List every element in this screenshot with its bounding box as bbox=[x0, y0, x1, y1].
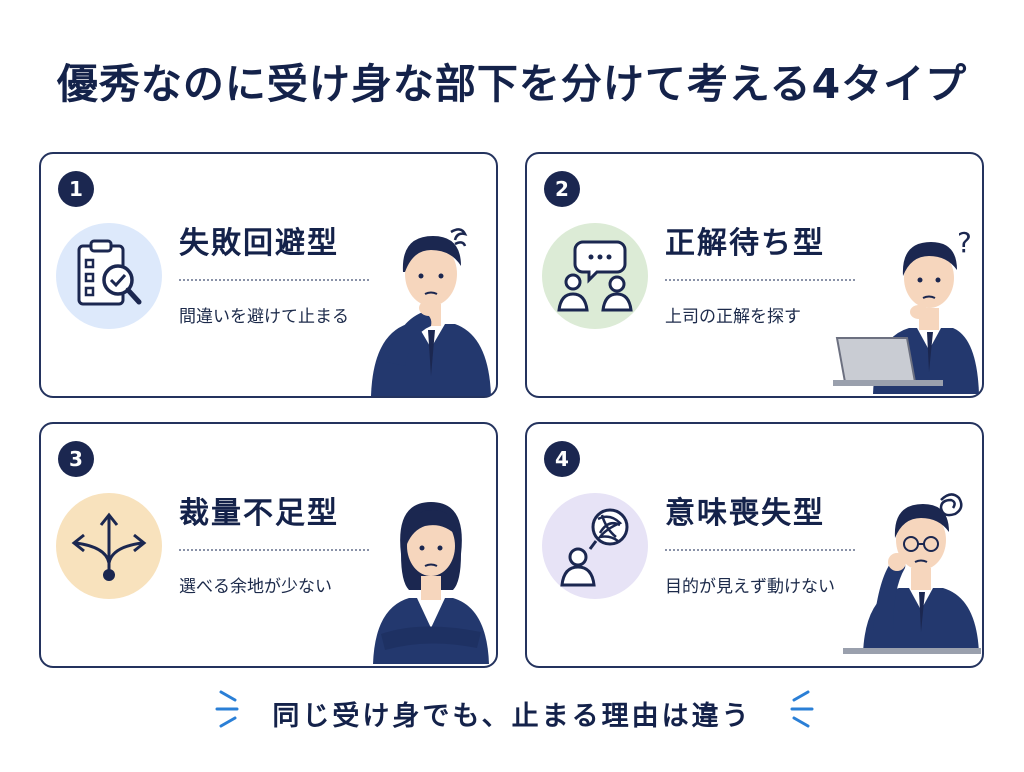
type-title: 意味喪失型 bbox=[665, 496, 825, 531]
thinking-man-illustration bbox=[371, 228, 491, 396]
clipboard-magnifier-icon bbox=[56, 223, 162, 329]
type-card-1: 1 失敗回避型 間違いを避けて止まる bbox=[39, 152, 498, 398]
type-title: 正解待ち型 bbox=[665, 226, 825, 261]
type-description: 選べる余地が少ない bbox=[179, 577, 332, 597]
type-card-3: 3 裁量不足型 選べる余地が少ない bbox=[39, 422, 498, 668]
branching-arrows-icon bbox=[56, 493, 162, 599]
dotted-divider bbox=[179, 279, 369, 281]
svg-text:?: ? bbox=[957, 226, 972, 259]
footer-caption-row: 同じ受け身でも、止まる理由は違う bbox=[0, 694, 1024, 733]
number-badge: 2 bbox=[544, 171, 580, 207]
number-badge: 4 bbox=[544, 441, 580, 477]
footer-caption: 同じ受け身でも、止まる理由は違う bbox=[272, 701, 752, 732]
type-description: 上司の正解を探す bbox=[665, 307, 801, 327]
man-with-laptop-illustration: ? bbox=[833, 226, 979, 394]
type-card-2: 2 正解待ち型 上司の正解を探す ? bbox=[525, 152, 984, 398]
type-title: 失敗回避型 bbox=[179, 226, 339, 261]
right-spark-icon bbox=[790, 690, 814, 728]
type-card-4: 4 意味喪失型 目的が見えず動けない bbox=[525, 422, 984, 668]
type-title: 裁量不足型 bbox=[179, 496, 339, 531]
troubled-man-with-glasses-illustration bbox=[843, 493, 981, 654]
number-badge: 3 bbox=[58, 441, 94, 477]
left-spark-icon bbox=[215, 690, 239, 728]
tangled-thought-person-icon bbox=[542, 493, 648, 599]
type-description: 間違いを避けて止まる bbox=[179, 307, 349, 327]
dotted-divider bbox=[665, 279, 855, 281]
page-title: 優秀なのに受け身な部下を分けて考える4タイプ bbox=[56, 60, 968, 108]
dotted-divider bbox=[665, 549, 855, 551]
dotted-divider bbox=[179, 549, 369, 551]
number-badge: 1 bbox=[58, 171, 94, 207]
chat-bubble-people-icon bbox=[542, 223, 648, 329]
arms-crossed-woman-illustration bbox=[373, 502, 489, 664]
type-description: 目的が見えず動けない bbox=[665, 577, 835, 597]
